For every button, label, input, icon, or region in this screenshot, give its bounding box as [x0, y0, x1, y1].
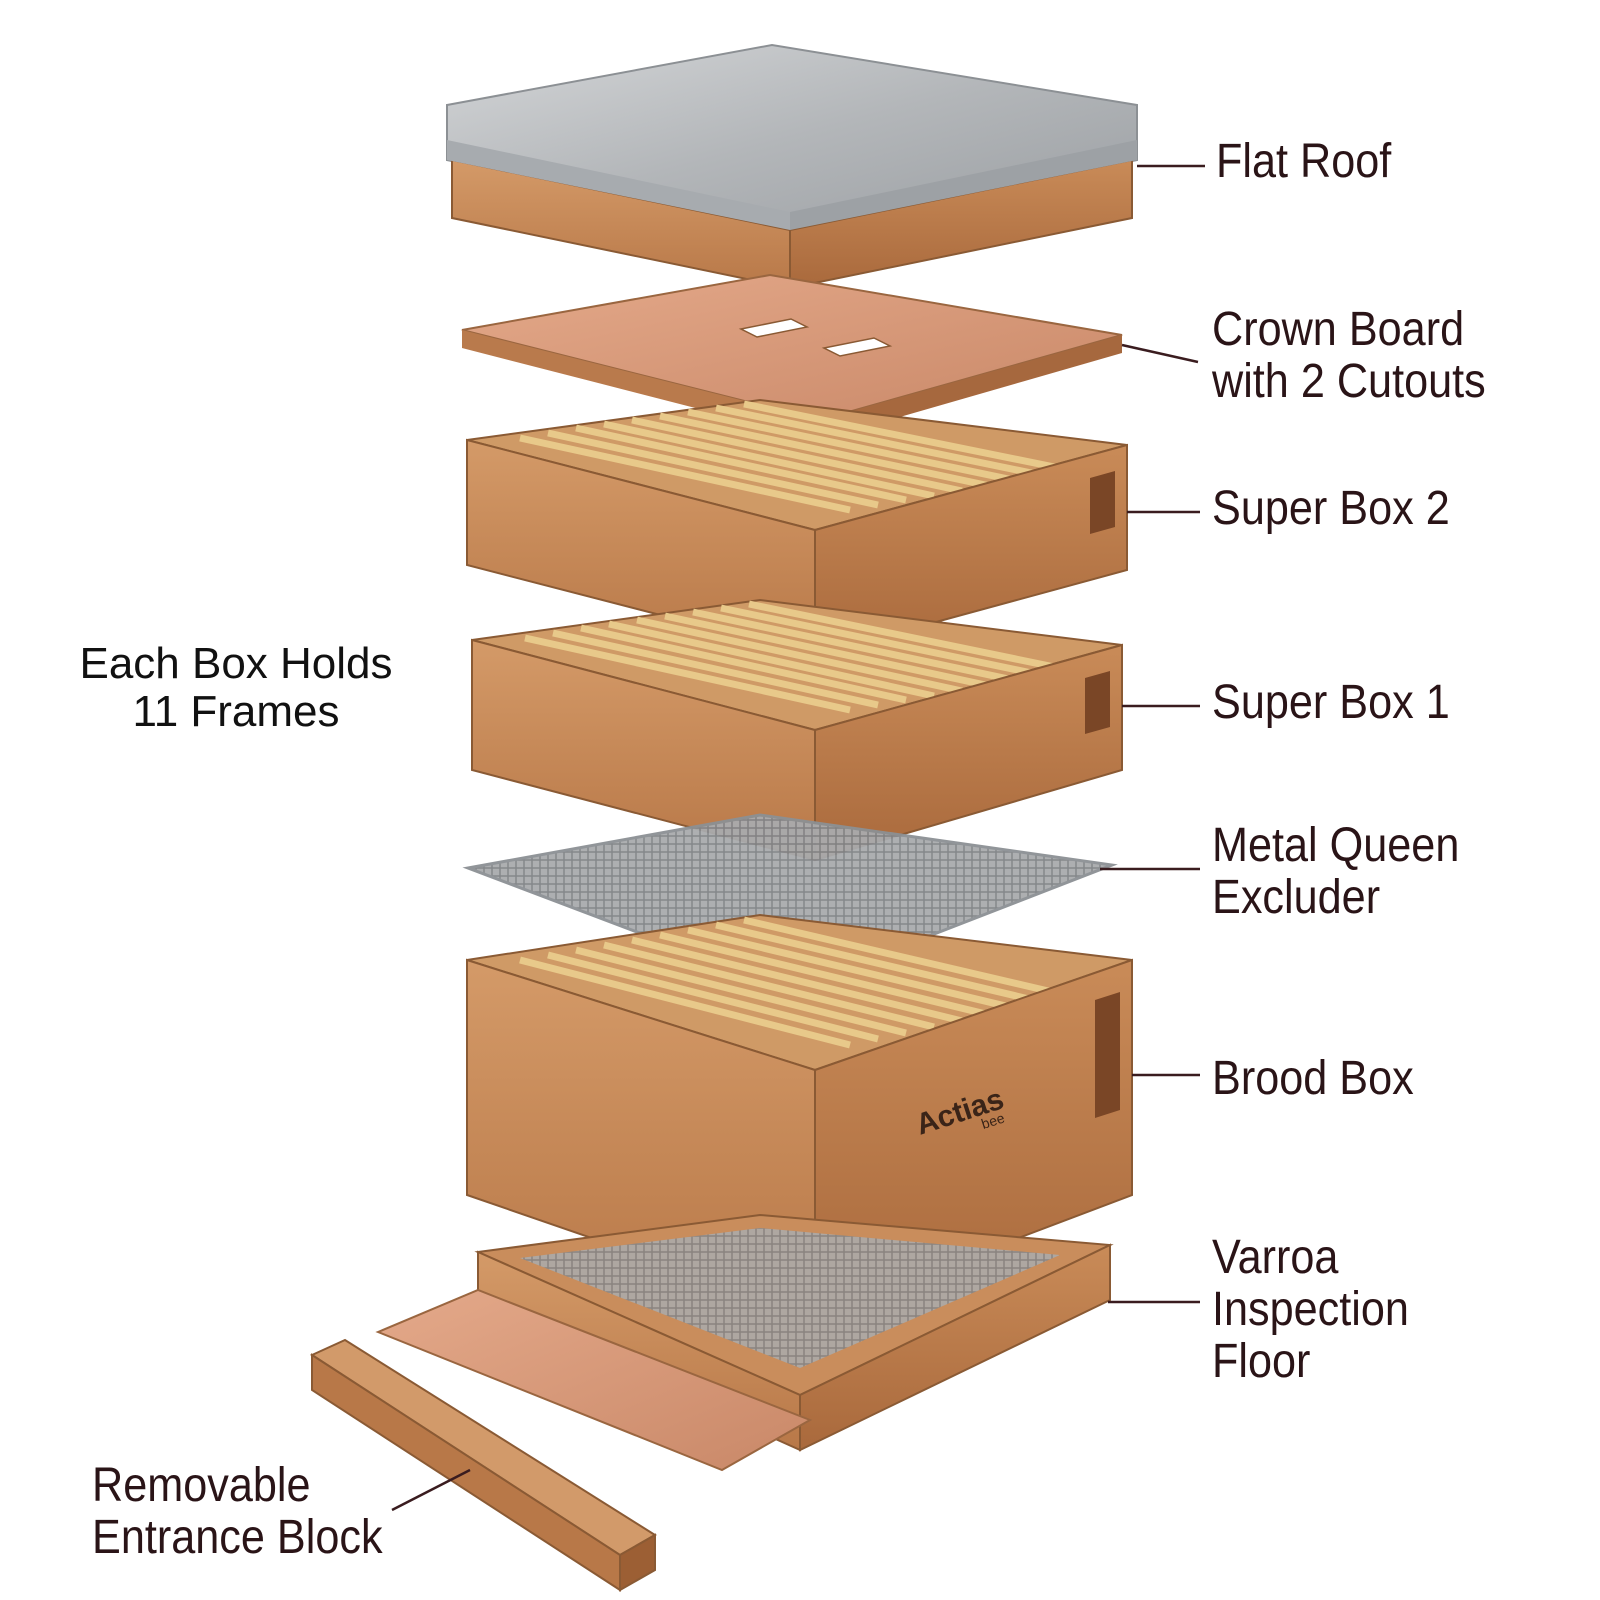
note-line: Each Box Holds — [79, 639, 393, 688]
inspection-board — [375, 1288, 813, 1472]
label-super-box-1: Super Box 1 — [1212, 677, 1450, 729]
label-line: Super Box 1 — [1212, 676, 1450, 729]
label-line: Excluder — [1212, 870, 1381, 924]
leader-entrance-block — [391, 1468, 471, 1512]
label-queen-excluder: Metal Queen Excluder — [1212, 820, 1459, 924]
label-line: Brood Box — [1212, 1052, 1414, 1105]
crown-cutout-1 — [738, 318, 810, 338]
leader-crown-board — [1121, 343, 1199, 364]
leader-lines — [391, 164, 1205, 1512]
label-varroa-floor: Varroa Inspection Floor — [1212, 1232, 1409, 1387]
label-line: Metal Queen — [1212, 819, 1460, 872]
handhold — [1090, 471, 1115, 534]
super-box-1 — [471, 598, 1123, 862]
label-line: Removable — [92, 1459, 311, 1512]
flat-roof — [446, 43, 1138, 290]
label-line: Inspection — [1212, 1282, 1409, 1336]
label-line: Super Box 2 — [1212, 482, 1450, 535]
label-line: Entrance Block — [92, 1510, 383, 1564]
handhold — [1085, 671, 1110, 734]
label-line: Crown Board — [1212, 303, 1465, 356]
crown-cutout-2 — [821, 337, 893, 357]
label-line: Flat Roof — [1216, 135, 1392, 188]
label-entrance-block: Removable Entrance Block — [92, 1460, 383, 1564]
handhold — [1095, 992, 1120, 1118]
label-crown-board: Crown Board with 2 Cutouts — [1212, 304, 1486, 408]
note-line: 11 Frames — [132, 686, 340, 736]
label-super-box-2: Super Box 2 — [1212, 483, 1450, 535]
super-box-2 — [466, 398, 1128, 657]
label-brood-box: Brood Box — [1212, 1053, 1414, 1105]
label-line: Varroa — [1212, 1231, 1339, 1284]
label-line: with 2 Cutouts — [1212, 354, 1486, 408]
frames-note: Each Box Holds 11 Frames — [56, 640, 416, 735]
brand-sub: bee — [979, 1110, 1006, 1133]
label-flat-roof: Flat Roof — [1216, 136, 1391, 188]
label-line: Floor — [1212, 1334, 1311, 1388]
